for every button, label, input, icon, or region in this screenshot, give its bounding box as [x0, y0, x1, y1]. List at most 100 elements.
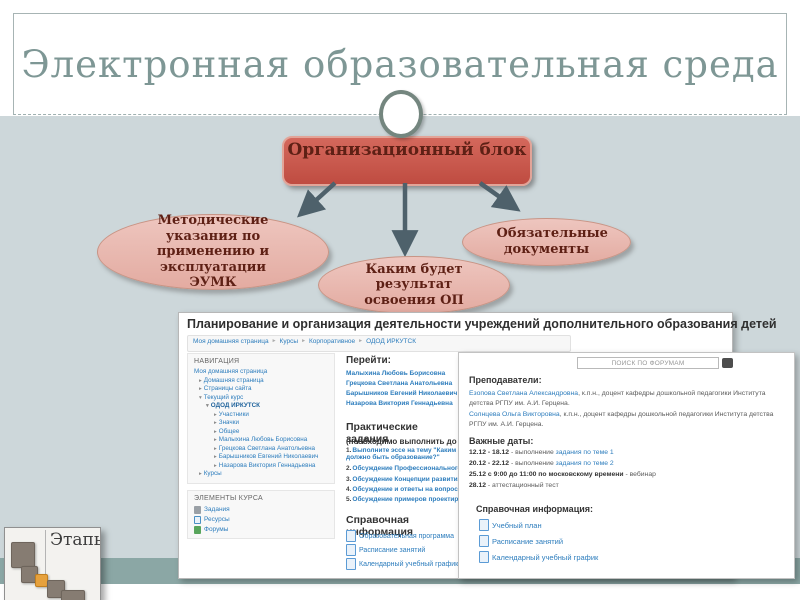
task-item[interactable]: 2.Обсуждение Профессионального стандарта…	[346, 465, 459, 472]
nav-item-home[interactable]: ▸Домашняя страница	[199, 376, 264, 384]
nav-home-link[interactable]: Моя домашняя страница	[194, 368, 268, 375]
date-text: - вебинар	[623, 471, 656, 478]
date-text: - выполнение	[509, 449, 556, 456]
search-button[interactable]	[722, 358, 733, 368]
expand-icon: ▸	[214, 462, 217, 469]
element-assignments[interactable]: Задания	[188, 505, 334, 515]
task-item[interactable]: 4.Обсуждение и ответы на вопросы	[346, 486, 459, 493]
breadcrumb-link[interactable]: Курсы	[279, 338, 299, 345]
nav-item-teacher-1[interactable]: ▸Малыхина Любовь Борисовна	[214, 436, 308, 444]
etapy-button[interactable]: Этапы	[4, 527, 101, 600]
reference-link[interactable]: Календарный учебный график	[346, 558, 458, 570]
diagram-node-result: Каким будет результат освоения ОП	[318, 256, 510, 314]
expand-icon: ▸	[214, 454, 217, 461]
date-entry: 25.12 с 9:00 до 11:00 по московскому вре…	[469, 471, 787, 478]
lms-main-column: Перейти: Малыхина Любовь Борисовна Грецк…	[346, 353, 459, 583]
breadcrumb-separator-icon: ►	[301, 338, 307, 344]
task-number: 4.	[346, 486, 352, 493]
forum-icon	[194, 526, 201, 534]
collapse-icon: ▾	[206, 403, 209, 410]
jump-link[interactable]: Грецкова Светлана Анатольевна	[346, 380, 453, 387]
diagram-node-label: Методические указания по применению и эк…	[156, 213, 270, 291]
reference-main-title: Справочная информация	[346, 514, 414, 538]
task-link: Обсуждение Профессионального стандарта п…	[352, 465, 459, 472]
diagram-node-label: Каким будет результат освоения ОП	[364, 261, 464, 308]
document-icon	[479, 535, 489, 547]
reference-link[interactable]: Расписание занятий	[479, 535, 563, 547]
jump-link[interactable]: Малыхина Любовь Борисовна	[346, 370, 446, 377]
nav-item-teacher-4[interactable]: ▸Назарова Виктория Геннадьевна	[214, 461, 316, 469]
task-number: 2.	[346, 465, 352, 472]
diagram-node-label: Обязательные документы	[496, 226, 608, 257]
date-range: 25.12 с 9:00 до 11:00 по московскому вре…	[469, 471, 624, 478]
task-number: 5.	[346, 496, 352, 503]
task-item[interactable]: 5.Обсуждение примеров проектирования про…	[346, 496, 459, 503]
nav-item-site-pages[interactable]: ▸Страницы сайта	[199, 385, 252, 393]
breadcrumb: Моя домашняя страница►Курсы►Корпоративно…	[187, 335, 571, 352]
tasks-deadline: (необходимо выполнить до 7.12.2015)	[346, 437, 459, 446]
nav-item-course[interactable]: ▾ОДОД ИРКУТСК	[206, 402, 260, 410]
nav-item-badges[interactable]: ▸Значки	[214, 419, 239, 427]
diagram-connectors	[296, 181, 521, 258]
tasks-title: Практические задания	[346, 421, 418, 445]
task-link: Обсуждение примеров проектирования прогр…	[352, 496, 459, 503]
navigation-panel: НАВИГАЦИЯ Моя домашняя страница ▸Домашня…	[187, 353, 335, 484]
teacher-link[interactable]: Езопова Светлана Александровна	[469, 390, 579, 397]
date-link[interactable]: задания по теме 2	[555, 460, 614, 467]
task-link: Обсуждение и ответы на вопросы	[352, 486, 459, 493]
teacher-desc: , к.п.н., доцент кафедры дошкольной педа…	[469, 390, 766, 407]
element-forums[interactable]: Форумы	[188, 525, 334, 535]
nav-item-participants[interactable]: ▸Участники	[214, 410, 249, 418]
teachers-title: Преподаватели:	[469, 375, 542, 385]
document-icon	[346, 530, 356, 542]
document-icon	[479, 519, 489, 531]
breadcrumb-link[interactable]: Моя домашняя страница	[193, 338, 269, 345]
nav-item-teacher-2[interactable]: ▸Грецкова Светлана Анатольевна	[214, 444, 316, 452]
diagram-node-methodical: Методические указания по применению и эк…	[97, 213, 329, 291]
date-link[interactable]: задания по теме 1	[555, 449, 614, 456]
expand-icon: ▸	[214, 411, 217, 418]
jump-link[interactable]: Назарова Виктория Геннадьевна	[346, 400, 453, 407]
teacher-link[interactable]: Солнцева Ольга Викторовна	[469, 411, 560, 418]
lms-page-title: Планирование и организация деятельности …	[187, 317, 777, 331]
reference-link[interactable]: Образовательная программа	[346, 530, 454, 542]
breadcrumb-separator-icon: ►	[271, 338, 277, 344]
etapy-label: Этапы	[50, 530, 100, 550]
connector-arrow-right	[478, 181, 521, 212]
reference-link[interactable]: Расписание занятий	[346, 544, 425, 556]
collapse-icon: ▾	[199, 394, 202, 401]
nav-item-teacher-3[interactable]: ▸Барышников Евгений Николаевич	[214, 453, 319, 461]
step-icon	[61, 590, 85, 600]
divider	[45, 530, 46, 582]
breadcrumb-link[interactable]: Корпоративное	[309, 338, 356, 345]
step-icon	[11, 542, 35, 568]
reference-link[interactable]: Учебный план	[479, 519, 542, 531]
jump-link[interactable]: Барышников Евгений Николаевич	[346, 390, 458, 397]
expand-icon: ▸	[199, 471, 202, 478]
diagram-node-documents: Обязательные документы	[462, 218, 631, 266]
page-title: Электронная образовательная среда	[21, 42, 779, 86]
date-entry: 28.12 - аттестационный тест	[469, 482, 787, 489]
element-resources[interactable]: Ресурсы	[188, 515, 334, 525]
nav-item-courses[interactable]: ▸Курсы	[199, 470, 222, 478]
reference-link[interactable]: Календарный учебный график	[479, 551, 598, 563]
jump-title: Перейти:	[346, 355, 391, 366]
expand-icon: ▸	[214, 437, 217, 444]
nav-item-current-course[interactable]: ▾Текущий курс	[199, 393, 244, 401]
task-link: Выполните эссе на тему "Каким должно быт…	[346, 447, 457, 461]
teacher-entry: Езопова Светлана Александровна, к.п.н., …	[469, 389, 787, 409]
task-item[interactable]: 1.Выполните эссе на тему "Каким должно б…	[346, 447, 459, 461]
course-elements-panel: ЭЛЕМЕНТЫ КУРСА Задания Ресурсы Форумы	[187, 490, 335, 539]
nav-item-general[interactable]: ▸Общее	[214, 427, 240, 435]
document-icon	[479, 551, 489, 563]
task-item[interactable]: 3.Обсуждение Концепции развития дополнит…	[346, 476, 459, 483]
date-entry: 12.12 - 18.12 - выполнение задания по те…	[469, 449, 787, 456]
assignment-icon	[194, 506, 201, 514]
date-text: - выполнение	[509, 460, 556, 467]
teacher-entry: Солнцева Ольга Викторовна, к.п.н., доцен…	[469, 410, 787, 430]
breadcrumb-link[interactable]: ОДОД ИРКУТСК	[366, 338, 416, 345]
file-icon	[194, 516, 201, 524]
forum-search-input[interactable]	[577, 357, 719, 369]
date-range: 20.12 - 22.12	[469, 460, 510, 467]
